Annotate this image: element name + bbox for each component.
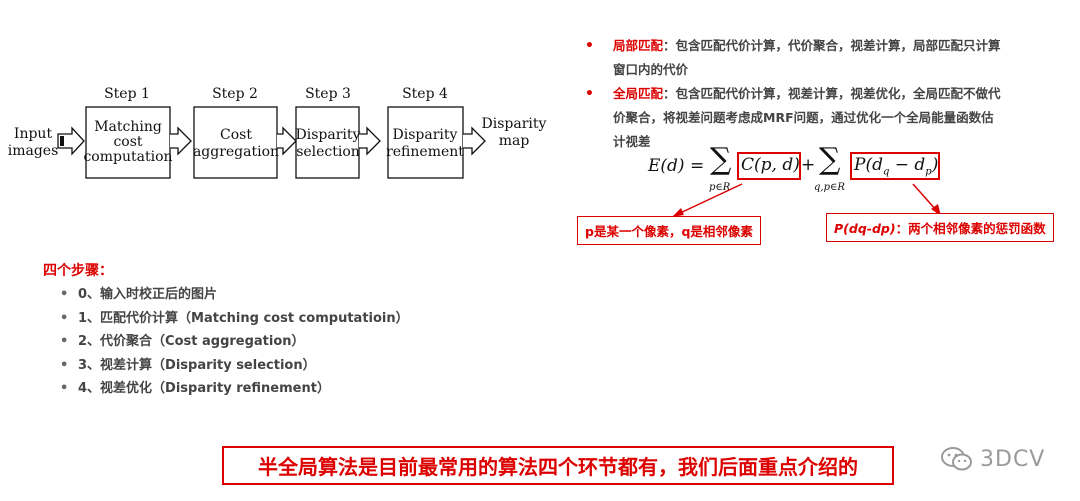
bullet-text: ：包含匹配代价计算，代价聚合，视差计算，局部匹配只计算窗口内的代价 — [613, 38, 1001, 77]
energy-formula: E(d) = ∑ p∈R C(p, d) + ∑ q,p∈R P(dq − dp… — [648, 142, 948, 202]
step-4-line-2: refinement — [386, 144, 464, 160]
output-label-line2: map — [499, 133, 530, 149]
step-1-line-2: cost — [113, 134, 142, 150]
sum2-subscript: q,p∈R — [814, 182, 845, 193]
bullet-text: ：包含匹配代价计算，视差计算，视差优化，全局匹配不做代价聚合，将视差问题考虑成M… — [613, 86, 1001, 149]
bullet-keyword: 局部匹配 — [613, 38, 664, 53]
step-label-3: Step 3 — [305, 86, 351, 102]
arrow-3-4 — [359, 126, 381, 156]
arrow-4-out — [463, 126, 486, 156]
sum-symbol-2: ∑ — [819, 142, 841, 177]
input-label-line2: images — [8, 143, 59, 159]
term2-sub-p: p — [925, 166, 932, 178]
watermark-text: 3DCV — [980, 446, 1046, 472]
steps-title: 四个步骤： — [43, 263, 113, 279]
step-4-line-1: Disparity — [393, 127, 458, 143]
step-2-line-1: Cost — [220, 127, 252, 143]
bullet-keyword: 全局匹配 — [613, 86, 664, 101]
steps-list: 0、输入时校正后的图片 1、匹配代价计算（Matching cost compu… — [60, 283, 409, 401]
pipeline-diagram: Input images Step 1 Matching cost comput… — [8, 86, 547, 179]
step-label-4: Step 4 — [402, 86, 448, 102]
step-box-1 — [85, 106, 171, 179]
term2-close: ) — [931, 155, 939, 175]
formula-term2: P(dq − dp) — [854, 155, 938, 177]
bullet-dot-icon: • — [585, 38, 594, 54]
watermark: 3DCV — [940, 445, 1045, 473]
term2-open: P(d — [854, 155, 883, 175]
footer-highlight: 半全局算法是目前最常用的算法四个环节都有，我们后面重点介绍的 — [222, 446, 894, 485]
step-box-2 — [193, 106, 278, 179]
steps-item-4: 4、视差优化（Disparity refinement） — [60, 377, 409, 401]
step-label-2: Step 2 — [212, 86, 258, 102]
step-3-line-1: Disparity — [296, 127, 361, 143]
steps-item-2: 2、代价聚合（Cost aggregation） — [60, 330, 409, 354]
annotation-penalty-term: P(dq-dp) — [834, 221, 896, 236]
output-label-line1: Disparity — [482, 116, 547, 132]
step-3-line-2: selection — [296, 144, 360, 160]
formula-plus: + — [801, 155, 816, 175]
term1-highlight-box — [737, 152, 801, 180]
steps-item-3: 3、视差计算（Disparity selection） — [60, 354, 409, 378]
input-arrow-bar — [60, 136, 64, 146]
step-box-3 — [295, 106, 360, 179]
step-2-line-2: aggregation — [193, 144, 279, 160]
bullet-local-matching: • 局部匹配：包含匹配代价计算，代价聚合，视差计算，局部匹配只计算窗口内的代价 — [583, 34, 1003, 82]
wechat-icon — [941, 447, 972, 471]
steps-item-0: 0、输入时校正后的图片 — [60, 283, 409, 307]
step-box-4 — [387, 106, 464, 179]
bullet-global-matching: • 全局匹配：包含匹配代价计算，视差计算，视差优化，全局匹配不做代价聚合，将视差… — [583, 82, 1003, 154]
input-arrow — [57, 126, 85, 156]
input-label-line1: Input — [14, 126, 53, 142]
annotation-penalty-function: P(dq-dp)：两个相邻像素的惩罚函数 — [826, 213, 1054, 242]
term2-sub-q: q — [882, 166, 890, 178]
annotation-penalty-text: ：两个相邻像素的惩罚函数 — [895, 221, 1046, 236]
sum-symbol-1: ∑ — [710, 142, 732, 177]
steps-item-1: 1、匹配代价计算（Matching cost computatioin） — [60, 307, 409, 331]
formula-term1: C(p, d) — [741, 155, 800, 175]
bullet-dot-icon: • — [585, 86, 594, 102]
sum1-subscript: p∈R — [709, 182, 731, 193]
step-1-line-3: computation — [83, 149, 172, 165]
term2-highlight-box — [850, 152, 940, 180]
annotation-pixel-definition: p是某一个像素，q是相邻像素 — [577, 216, 761, 245]
arrow-2-3 — [277, 126, 297, 156]
formula-lhs: E(d) = — [648, 156, 705, 176]
method-bullets: • 局部匹配：包含匹配代价计算，代价聚合，视差计算，局部匹配只计算窗口内的代价 … — [583, 34, 1003, 154]
term2-minus: − d — [889, 155, 926, 175]
arrow-1-2 — [170, 126, 192, 156]
step-label-1: Step 1 — [104, 86, 150, 102]
step-1-line-1: Matching — [94, 119, 162, 135]
